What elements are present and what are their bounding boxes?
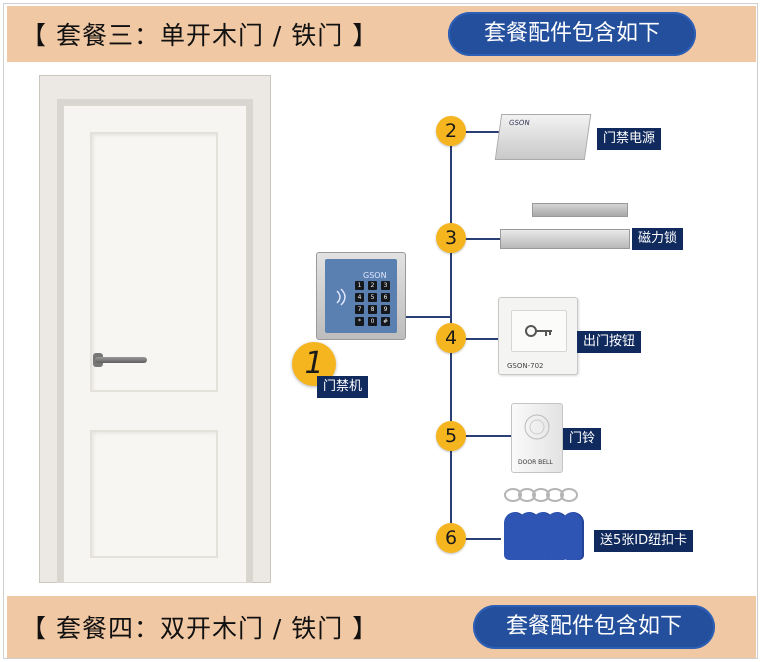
door-handle (95, 357, 147, 363)
doorbell-image: DOOR BELL (511, 403, 563, 473)
key: 7 (355, 305, 364, 314)
rfid-icon (336, 288, 346, 306)
magnetic-lock-image (500, 229, 630, 249)
exit-button-image: GSON-702 (498, 297, 578, 375)
accessories-pill: 套餐配件包含如下 (473, 605, 715, 649)
outer-frame (3, 3, 758, 659)
package-title: 【 套餐三：单开木门 / 铁门 】 (21, 21, 379, 50)
access-control-keypad: GSON 1 2 3 4 5 6 7 8 9 * 0 # (316, 252, 406, 340)
item-label-exit-button: 出门按钮 (577, 331, 642, 353)
item-label-power: 门禁电源 (597, 128, 662, 150)
controller-label: 门禁机 (317, 376, 369, 398)
key: 2 (368, 281, 377, 290)
item-label-maglock: 磁力锁 (632, 228, 684, 250)
bottom-banner: 【 套餐四：双开木门 / 铁门 】 套餐配件包含如下 (7, 596, 756, 658)
door-leaf (63, 105, 247, 583)
item-number-badge: 5 (436, 421, 466, 451)
item-number-badge: 3 (436, 223, 466, 253)
door-illustration (39, 75, 271, 583)
door-panel-lower (90, 430, 218, 558)
key: 8 (368, 305, 377, 314)
item-number-badge: 2 (436, 116, 466, 146)
key: * (355, 317, 364, 326)
key: 5 (368, 293, 377, 302)
item-label-doorbell: 门铃 (563, 428, 602, 450)
top-banner: 【 套餐三：单开木门 / 铁门 】 套餐配件包含如下 (7, 6, 756, 62)
id-keyfob-image (500, 488, 592, 574)
key: 4 (355, 293, 364, 302)
item-number-badge: 4 (436, 323, 466, 353)
key: # (381, 317, 390, 326)
key: 9 (381, 305, 390, 314)
power-supply-image: GSON (494, 114, 592, 160)
package-title: 【 套餐四：双开木门 / 铁门 】 (21, 614, 379, 643)
key-icon (525, 325, 552, 337)
accessories-pill: 套餐配件包含如下 (448, 12, 696, 56)
key: 1 (355, 281, 364, 290)
item-number-badge: 6 (436, 523, 466, 553)
door-panel-upper (90, 132, 218, 392)
speaker-grille-icon (524, 414, 550, 440)
key: 0 (368, 317, 377, 326)
item-label-keyfobs: 送5张ID纽扣卡 (594, 530, 694, 552)
key: 3 (381, 281, 390, 290)
key: 6 (381, 293, 390, 302)
armature-plate-image (532, 203, 628, 217)
keypad-brand: GSON (363, 271, 387, 280)
